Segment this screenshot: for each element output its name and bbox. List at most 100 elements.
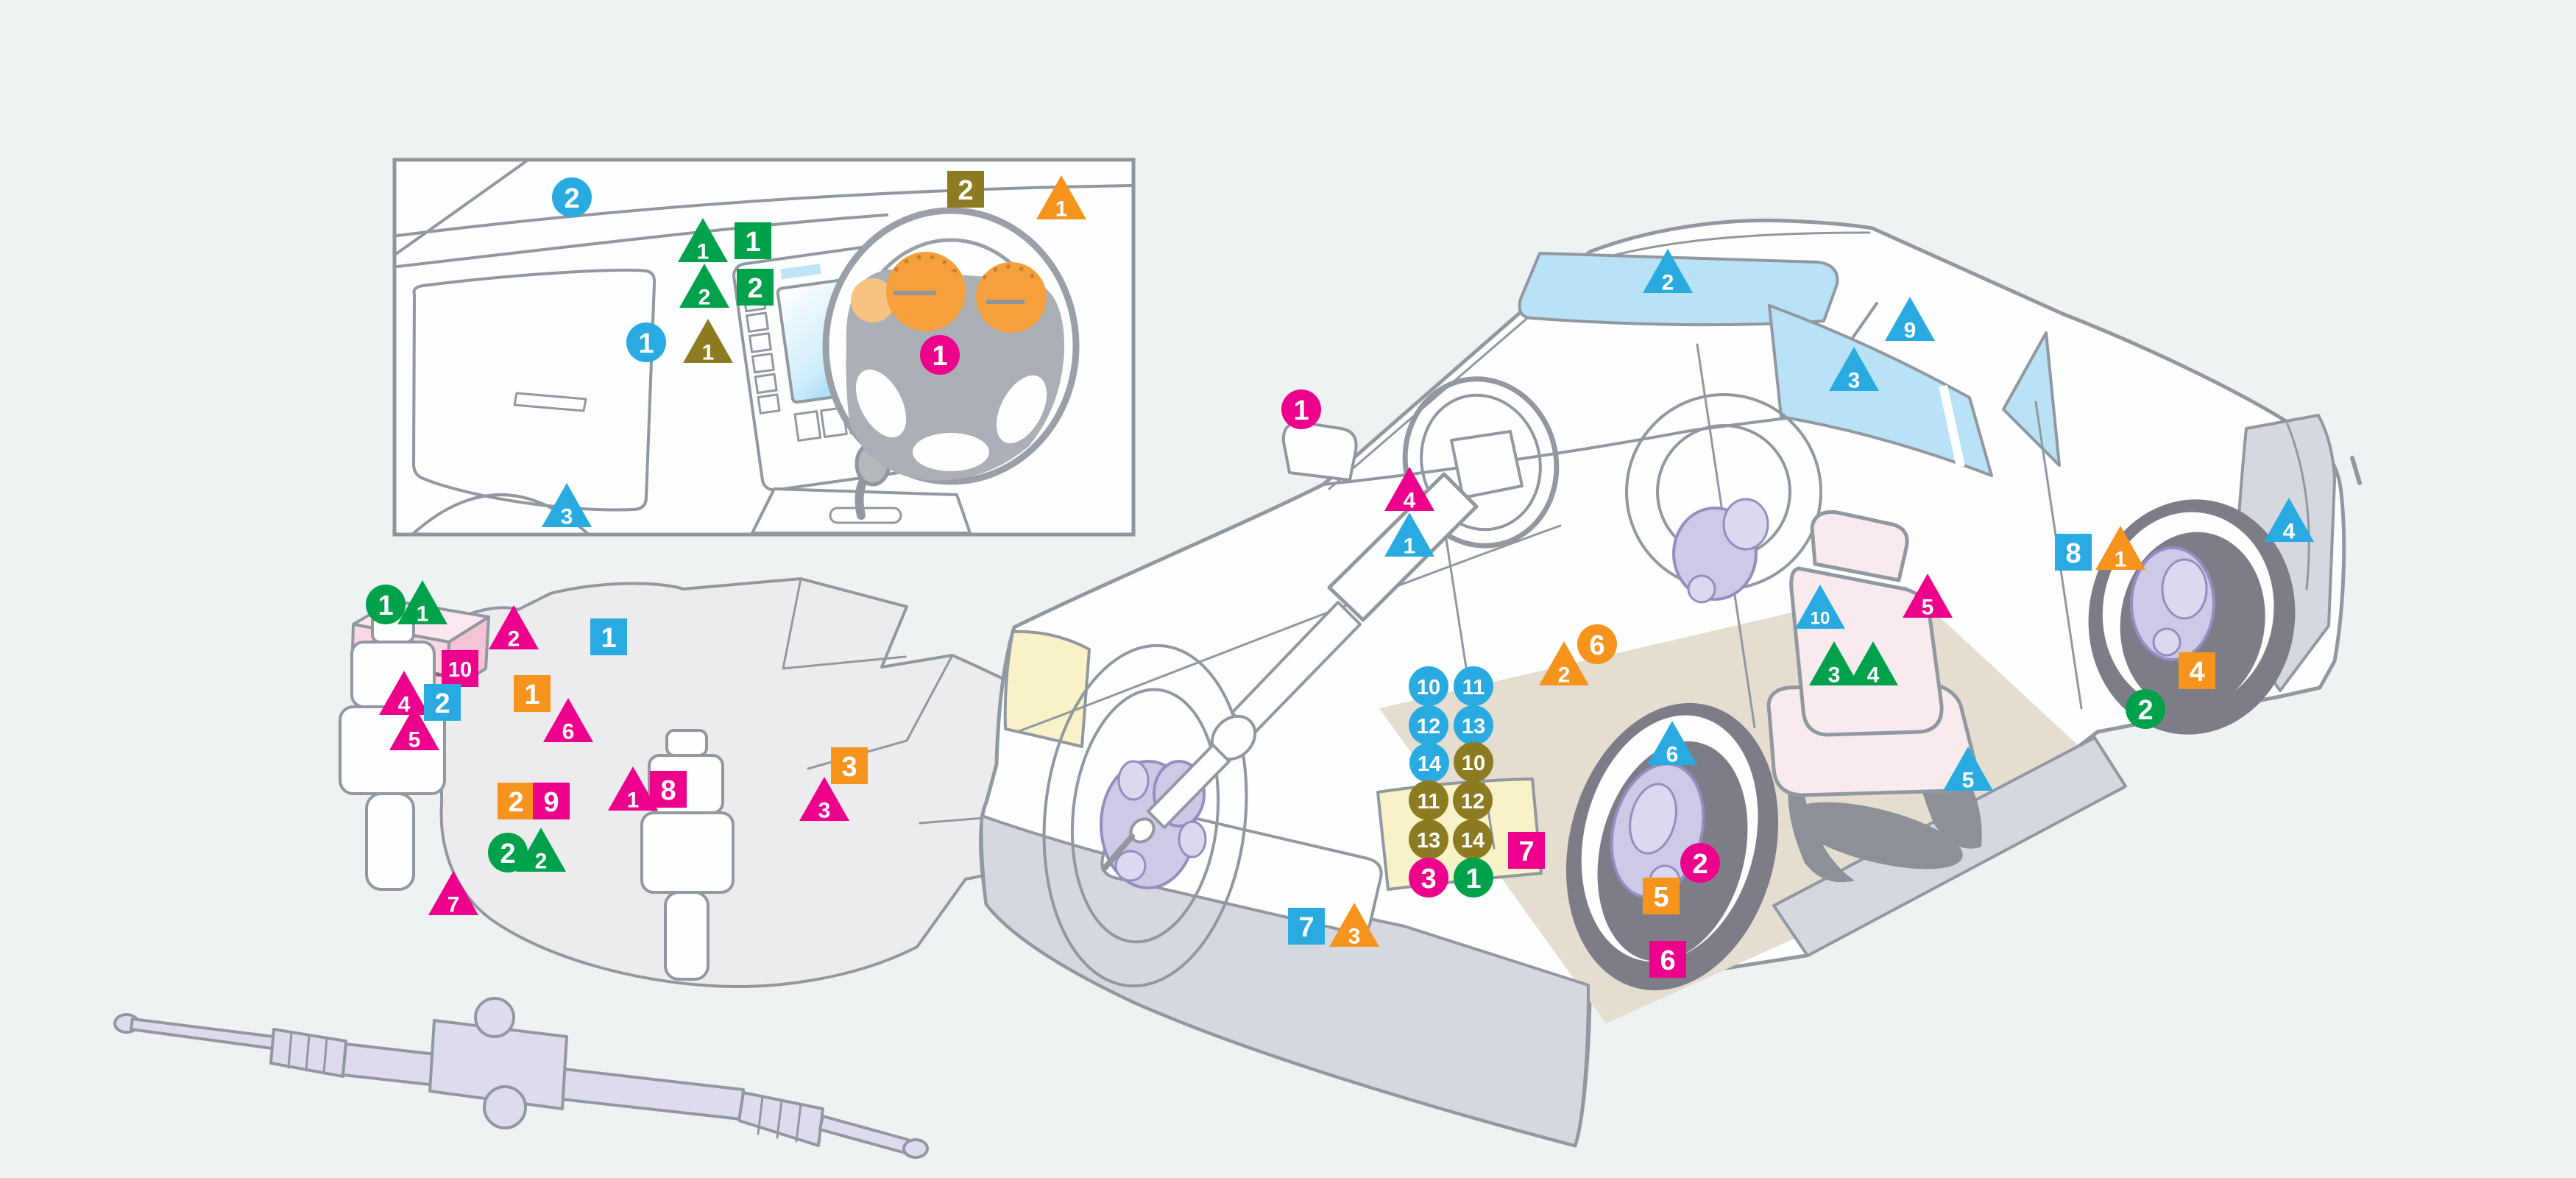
circle-badge	[1453, 819, 1493, 859]
marker-vehicle-blue-triangle-4[interactable]: 4	[2264, 498, 2314, 544]
circle-badge	[1454, 666, 1493, 706]
marker-interior_inset-green-triangle-2[interactable]: 2	[679, 264, 729, 310]
marker-interior_inset-green-square-1[interactable]: 1	[735, 222, 771, 259]
marker-vehicle-blue-circle-13[interactable]: 13	[1454, 705, 1493, 745]
marker-vehicle-pink-circle-1[interactable]: 1	[1281, 389, 1321, 429]
marker-interior_inset-olive-square-2[interactable]: 2	[947, 171, 984, 208]
triangle-badge	[379, 671, 429, 715]
marker-vehicle-green-circle-2[interactable]: 2	[2126, 689, 2165, 729]
marker-vehicle-orange-triangle-1[interactable]: 1	[2095, 526, 2145, 572]
marker-vehicle-orange-triangle-2[interactable]: 2	[1539, 641, 1589, 688]
marker-engine_bay-pink-triangle-4[interactable]: 4	[379, 671, 429, 717]
marker-engine_bay-orange-square-1[interactable]: 1	[514, 675, 551, 712]
marker-number: 2	[2137, 695, 2153, 726]
marker-interior_inset-pink-circle-1[interactable]: 1	[920, 335, 960, 375]
marker-vehicle-green-triangle-4[interactable]: 4	[1848, 641, 1898, 688]
marker-engine_bay-pink-triangle-2[interactable]: 2	[489, 605, 539, 652]
headrest	[1810, 509, 1909, 582]
marker-interior_inset-green-square-2[interactable]: 2	[737, 269, 774, 306]
circle-badge	[1409, 780, 1448, 820]
marker-vehicle-pink-square-6[interactable]: 6	[1649, 941, 1686, 978]
marker-vehicle-orange-square-5[interactable]: 5	[1643, 878, 1680, 914]
marker-interior_inset-olive-triangle-1[interactable]: 1	[683, 319, 733, 365]
marker-vehicle-olive-circle-13[interactable]: 13	[1409, 819, 1448, 859]
marker-vehicle-blue-triangle-3[interactable]: 3	[1829, 347, 1879, 393]
marker-number: 3	[561, 505, 573, 529]
marker-interior_inset-orange-triangle-1[interactable]: 1	[1036, 175, 1086, 222]
marker-vehicle-blue-circle-14[interactable]: 14	[1409, 743, 1449, 783]
marker-interior_inset-blue-triangle-3[interactable]: 3	[542, 483, 592, 529]
marker-number: 2	[564, 183, 579, 214]
marker-vehicle-blue-triangle-9[interactable]: 9	[1885, 297, 1935, 343]
marker-interior_inset-blue-circle-2[interactable]: 2	[552, 177, 592, 217]
marker-vehicle-olive-circle-12[interactable]: 12	[1453, 780, 1493, 820]
marker-vehicle-olive-circle-10[interactable]: 10	[1454, 742, 1493, 782]
marker-engine_bay-orange-square-2[interactable]: 2	[498, 783, 534, 819]
marker-vehicle-green-triangle-3[interactable]: 3	[1809, 641, 1859, 688]
marker-engine_bay-pink-triangle-3[interactable]: 3	[799, 777, 849, 823]
marker-engine_bay-green-triangle-1[interactable]: 1	[397, 580, 447, 627]
marker-vehicle-pink-circle-3[interactable]: 3	[1409, 858, 1448, 897]
marker-number: 11	[1462, 676, 1485, 699]
marker-engine_bay-pink-triangle-6[interactable]: 6	[543, 698, 593, 744]
marker-vehicle-blue-square-8[interactable]: 8	[2055, 534, 2092, 571]
marker-vehicle-blue-triangle-1[interactable]: 1	[1384, 512, 1434, 559]
tachometer	[976, 262, 1047, 333]
marker-number: 2	[508, 627, 520, 652]
marker-number: 3	[1348, 925, 1361, 949]
marker-vehicle-orange-square-4[interactable]: 4	[2179, 652, 2215, 689]
marker-engine_bay-blue-square-2[interactable]: 2	[424, 684, 461, 721]
marker-vehicle-blue-circle-10[interactable]: 10	[1409, 666, 1448, 706]
marker-engine_bay-green-circle-1[interactable]: 1	[366, 585, 406, 624]
glovebox-handle	[513, 392, 587, 412]
marker-number: 2	[698, 286, 711, 310]
marker-engine_bay-blue-square-1[interactable]: 1	[590, 618, 627, 655]
marker-engine_bay-pink-square-9[interactable]: 9	[533, 783, 570, 819]
marker-number: 3	[1828, 663, 1841, 688]
marker-number: 2	[1662, 271, 1674, 295]
marker-interior_inset-blue-circle-1[interactable]: 1	[626, 322, 666, 362]
marker-number: 1	[702, 341, 715, 365]
marker-vehicle-blue-triangle-10[interactable]: 10	[1795, 585, 1845, 629]
marker-number: 5	[408, 728, 421, 752]
marker-engine_bay-orange-square-3[interactable]: 3	[831, 747, 868, 784]
marker-engine_bay-pink-square-10[interactable]: 10	[442, 650, 478, 687]
marker-vehicle-orange-triangle-3[interactable]: 3	[1329, 903, 1379, 949]
marker-engine_bay-green-triangle-2[interactable]: 2	[516, 828, 566, 874]
marker-number: 6	[1589, 630, 1604, 661]
marker-number: 6	[562, 720, 575, 744]
circle-badge	[1454, 705, 1493, 745]
marker-vehicle-blue-square-7[interactable]: 7	[1288, 908, 1325, 945]
marker-vehicle-pink-circle-2[interactable]: 2	[1680, 843, 1720, 883]
marker-engine_bay-pink-triangle-5[interactable]: 5	[389, 706, 439, 752]
triangle-badge	[1829, 347, 1879, 391]
marker-number: 2	[535, 850, 548, 874]
circle-badge	[1409, 858, 1448, 897]
marker-vehicle-olive-circle-11[interactable]: 11	[1409, 780, 1448, 820]
marker-number: 4	[1404, 489, 1416, 513]
marker-vehicle-blue-circle-12[interactable]: 12	[1409, 705, 1448, 745]
marker-engine_bay-green-circle-2[interactable]: 2	[488, 833, 528, 872]
marker-vehicle-pink-triangle-4[interactable]: 4	[1384, 467, 1434, 513]
marker-vehicle-green-circle-1[interactable]: 1	[1454, 858, 1493, 897]
triangle-badge	[1885, 297, 1935, 341]
marker-engine_bay-pink-square-8[interactable]: 8	[650, 771, 687, 808]
marker-vehicle-blue-triangle-2[interactable]: 2	[1643, 249, 1693, 295]
square-badge	[1649, 941, 1686, 978]
marker-vehicle-olive-circle-14[interactable]: 14	[1453, 819, 1493, 859]
marker-vehicle-blue-circle-11[interactable]: 11	[1454, 666, 1493, 706]
marker-vehicle-pink-triangle-5[interactable]: 5	[1903, 574, 1953, 620]
marker-vehicle-orange-circle-6[interactable]: 6	[1577, 624, 1617, 664]
marker-vehicle-pink-square-7[interactable]: 7	[1508, 832, 1545, 869]
marker-vehicle-blue-triangle-6[interactable]: 6	[1647, 721, 1697, 767]
marker-engine_bay-pink-triangle-1[interactable]: 1	[608, 766, 658, 813]
marker-interior_inset-green-triangle-1[interactable]: 1	[678, 218, 728, 264]
marker-number: 1	[524, 680, 539, 710]
triangle-badge	[1848, 641, 1898, 685]
engine-bay-art	[113, 577, 1103, 1159]
marker-engine_bay-pink-triangle-7[interactable]: 7	[428, 871, 478, 917]
marker-number: 2	[747, 273, 762, 304]
square-badge	[514, 675, 551, 712]
marker-vehicle-blue-triangle-5[interactable]: 5	[1943, 747, 1993, 793]
triangle-badge	[608, 766, 658, 811]
